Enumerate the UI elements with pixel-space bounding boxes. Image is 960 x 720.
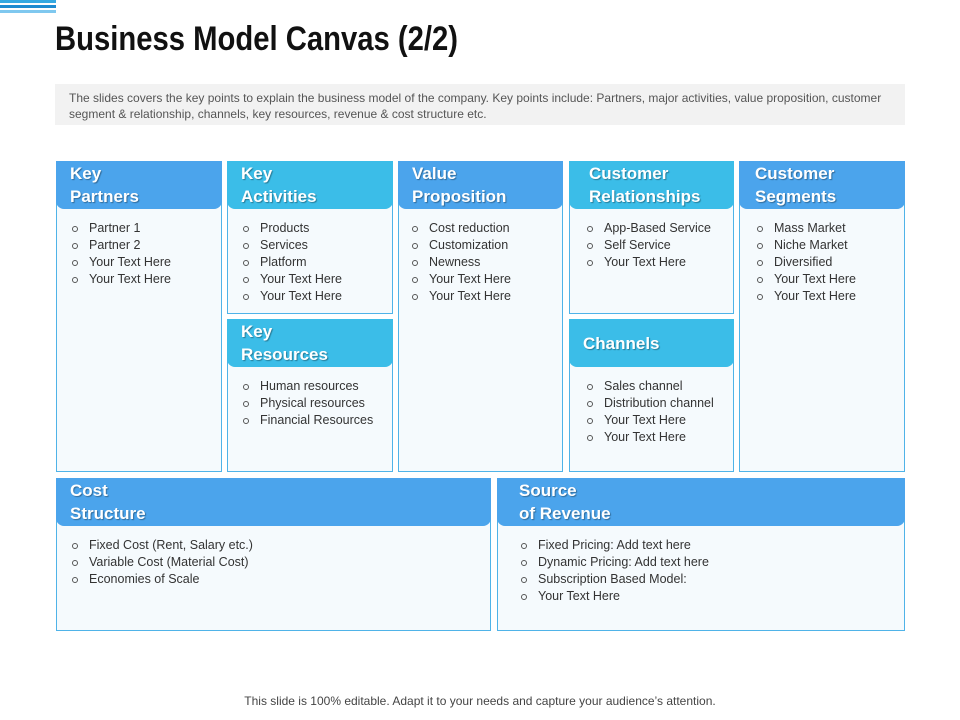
list-item: Fixed Cost (Rent, Salary etc.) <box>71 537 253 554</box>
customer-relationships-card: Customer Relationships App-Based Service… <box>569 161 734 314</box>
page-title: Business Model Canvas (2/2) <box>55 20 459 58</box>
list-item: Your Text Here <box>242 271 342 288</box>
list-item: Your Text Here <box>71 254 171 271</box>
list-item: Self Service <box>586 237 711 254</box>
customer-relationships-header: Customer Relationships <box>569 161 734 209</box>
list-item: Sales channel <box>586 378 714 395</box>
cost-structure-header: Cost Structure <box>56 478 491 526</box>
source-of-revenue-header: Source of Revenue <box>497 478 905 526</box>
cost-structure-card: Cost Structure Fixed Cost (Rent, Salary … <box>56 478 491 631</box>
list-item: Your Text Here <box>756 288 856 305</box>
key-activities-header: Key Activities <box>227 161 393 209</box>
header-line-1: Source <box>519 481 577 500</box>
description-box: The slides covers the key points to expl… <box>55 84 905 125</box>
list-item: Human resources <box>242 378 373 395</box>
list-item: Mass Market <box>756 220 856 237</box>
header-line-2: Structure <box>70 504 146 523</box>
value-proposition-header: Value Proposition <box>398 161 563 209</box>
list-item: Economies of Scale <box>71 571 253 588</box>
header-line-1: Key <box>241 322 273 341</box>
list-item: Your Text Here <box>411 288 511 305</box>
list-item: Physical resources <box>242 395 373 412</box>
header-line-1: Channels <box>583 333 660 353</box>
list-item: Your Text Here <box>586 429 714 446</box>
list-item: Customization <box>411 237 511 254</box>
source-of-revenue-card: Source of Revenue Fixed Pricing: Add tex… <box>497 478 905 631</box>
list-item: Your Text Here <box>411 271 511 288</box>
list-item: Your Text Here <box>71 271 171 288</box>
list-item: Diversified <box>756 254 856 271</box>
header-line-2: Activities <box>241 187 317 206</box>
header-line-1: Customer <box>755 164 835 183</box>
header-line-2: Partners <box>70 187 139 206</box>
list-item: Platform <box>242 254 342 271</box>
list-item: Your Text Here <box>520 588 709 605</box>
key-resources-header: Key Resources <box>227 319 393 367</box>
header-line-1: Key <box>241 164 273 183</box>
list-item: Variable Cost (Material Cost) <box>71 554 253 571</box>
header-line-2: Proposition <box>412 187 507 206</box>
list-item: Partner 2 <box>71 237 171 254</box>
channels-header: Channels <box>569 319 734 367</box>
list-item: Niche Market <box>756 237 856 254</box>
cost-structure-list: Fixed Cost (Rent, Salary etc.)Variable C… <box>71 537 253 588</box>
list-item: Your Text Here <box>756 271 856 288</box>
list-item: Dynamic Pricing: Add text here <box>520 554 709 571</box>
footer-note: This slide is 100% editable. Adapt it to… <box>244 694 716 708</box>
header-line-1: Cost <box>70 481 108 500</box>
header-line-1: Customer <box>589 164 669 183</box>
list-item: Your Text Here <box>586 254 711 271</box>
header-line-2: Segments <box>755 187 837 206</box>
header-line-1: Key <box>70 164 102 183</box>
list-item: Products <box>242 220 342 237</box>
list-item: Fixed Pricing: Add text here <box>520 537 709 554</box>
header-line-2: of Revenue <box>519 504 611 523</box>
list-item: Partner 1 <box>71 220 171 237</box>
list-item: Financial Resources <box>242 412 373 429</box>
key-partners-header: Key Partners <box>56 161 222 209</box>
list-item: Subscription Based Model: <box>520 571 709 588</box>
header-line-2: Resources <box>241 345 328 364</box>
list-item: Your Text Here <box>242 288 342 305</box>
header-line-2: Relationships <box>589 187 701 206</box>
corner-decoration <box>0 0 56 15</box>
customer-segments-header: Customer Segments <box>739 161 905 209</box>
header-line-1: Value <box>412 164 457 183</box>
list-item: Newness <box>411 254 511 271</box>
list-item: Distribution channel <box>586 395 714 412</box>
list-item: Cost reduction <box>411 220 511 237</box>
list-item: Services <box>242 237 342 254</box>
list-item: App-Based Service <box>586 220 711 237</box>
list-item: Your Text Here <box>586 412 714 429</box>
